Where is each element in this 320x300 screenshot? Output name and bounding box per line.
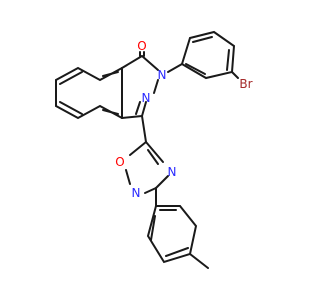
n3-to-c4 <box>141 101 147 117</box>
oxadiazole-c5-to-o1 <box>129 141 147 156</box>
tolyl-double-3 <box>150 215 156 241</box>
atom-label-oxadiazole-nitrogen-4: N <box>168 165 177 179</box>
atom-label-bromine: Br <box>239 77 252 91</box>
benzo-double-3 <box>102 109 119 115</box>
oxadiazole-n2-to-c3 <box>144 187 157 194</box>
c4-to-c4a <box>121 115 143 119</box>
n2-to-n3 <box>153 79 159 94</box>
atom-label-carbonyl-oxygen: O <box>137 39 146 53</box>
bromophenyl-ring <box>180 30 236 80</box>
phenyl-to-bromine <box>231 71 239 79</box>
atom-label-ring-nitrogen-3: N <box>142 91 151 105</box>
oxadiazole-double <box>147 149 159 165</box>
bromophenyl-double-3 <box>185 63 206 75</box>
oxadiazole-o1-to-n2 <box>125 169 131 185</box>
benzo-double-1 <box>59 71 83 85</box>
atom-label-ring-nitrogen-2: N <box>158 68 167 82</box>
benzo-double-2 <box>59 101 83 115</box>
tolyl-double-2 <box>165 247 189 257</box>
tolyl-methyl <box>189 253 209 269</box>
benzo-ring <box>55 66 123 120</box>
bond-lines <box>55 30 239 269</box>
c4-to-oxadiazole <box>141 115 147 143</box>
oxadiazole-n4-to-c5 <box>145 141 164 163</box>
bromophenyl-double-1 <box>192 36 213 43</box>
oxadiazole-c3-to-n4 <box>155 175 169 189</box>
molecule-diagram: O N N O N N Br <box>55 30 253 269</box>
atom-label-oxadiazole-oxygen: O <box>115 155 124 169</box>
c1-to-c8a <box>121 55 143 69</box>
c1-to-n2 <box>141 55 159 71</box>
benzo-double-4 <box>102 71 119 77</box>
n3-to-c4-double <box>135 101 141 115</box>
atom-label-oxadiazole-nitrogen-2: N <box>132 186 141 200</box>
n2-to-phenyl <box>167 63 183 73</box>
atom-labels: O N N O N N Br <box>115 39 252 200</box>
bromophenyl-double-2 <box>226 49 230 71</box>
